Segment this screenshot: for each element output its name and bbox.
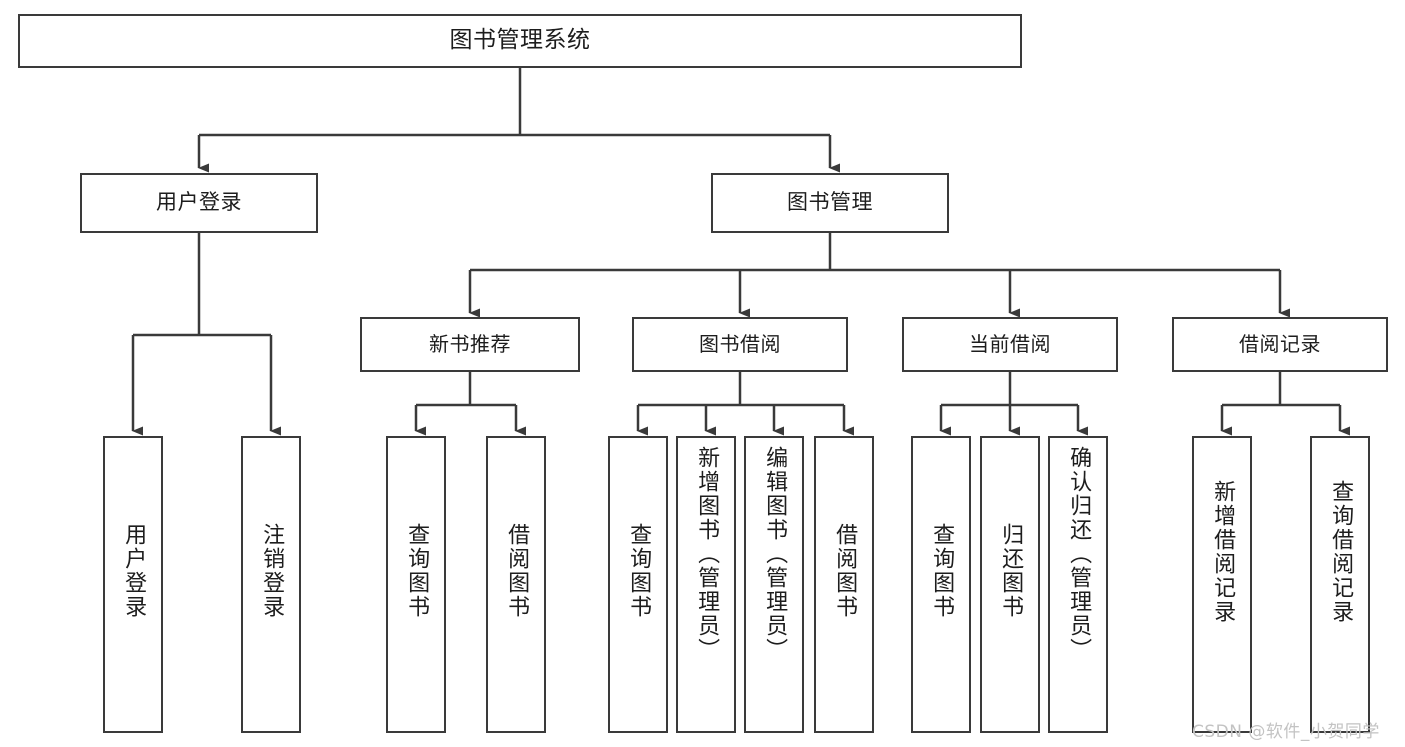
- leaf-label: 借阅图书: [832, 523, 858, 619]
- leaf-label: 查询图书: [404, 523, 430, 619]
- leaf-label: 编辑图书（管理员）: [762, 446, 788, 662]
- leaf-logout[interactable]: 注销登录: [241, 436, 301, 733]
- node-book-borrow[interactable]: 图书借阅: [632, 317, 848, 372]
- node-borrow-record[interactable]: 借阅记录: [1172, 317, 1388, 372]
- leaf-borrow-book[interactable]: 借阅图书: [814, 436, 874, 733]
- leaf-borrow-book-recommend[interactable]: 借阅图书: [486, 436, 546, 733]
- leaf-add-borrow-record[interactable]: 新增借阅记录: [1192, 436, 1252, 733]
- leaf-confirm-return-admin[interactable]: 确认归还（管理员）: [1048, 436, 1108, 733]
- node-label: 借阅记录: [1239, 332, 1321, 357]
- node-label: 当前借阅: [969, 332, 1051, 357]
- leaf-label: 新增借阅记录: [1210, 480, 1236, 624]
- leaf-return-book[interactable]: 归还图书: [980, 436, 1040, 733]
- leaf-label: 用户登录: [121, 523, 147, 619]
- leaf-label: 注销登录: [259, 523, 285, 619]
- leaf-label: 查询图书: [626, 523, 652, 619]
- leaf-label: 借阅图书: [504, 523, 530, 619]
- node-label: 图书借阅: [699, 332, 781, 357]
- node-root-book-management-system[interactable]: 图书管理系统: [18, 14, 1022, 68]
- leaf-query-book-borrow[interactable]: 查询图书: [608, 436, 668, 733]
- node-label: 图书管理系统: [449, 27, 591, 54]
- node-label: 用户登录: [156, 190, 242, 215]
- csdn-watermark: CSDN @软件_小贺同学: [1192, 722, 1380, 742]
- leaf-user-login[interactable]: 用户登录: [103, 436, 163, 733]
- leaf-add-book-admin[interactable]: 新增图书（管理员）: [676, 436, 736, 733]
- leaf-edit-book-admin[interactable]: 编辑图书（管理员）: [744, 436, 804, 733]
- node-label: 图书管理: [787, 190, 873, 215]
- node-user-login[interactable]: 用户登录: [80, 173, 318, 233]
- node-label: 新书推荐: [429, 332, 511, 357]
- node-book-management[interactable]: 图书管理: [711, 173, 949, 233]
- leaf-label: 确认归还（管理员）: [1066, 446, 1092, 662]
- node-new-book-recommend[interactable]: 新书推荐: [360, 317, 580, 372]
- leaf-query-borrow-record[interactable]: 查询借阅记录: [1310, 436, 1370, 733]
- leaf-label: 新增图书（管理员）: [694, 446, 720, 662]
- leaf-label: 查询图书: [929, 523, 955, 619]
- leaf-label: 查询借阅记录: [1328, 480, 1354, 624]
- leaf-query-book-current[interactable]: 查询图书: [911, 436, 971, 733]
- node-current-borrow[interactable]: 当前借阅: [902, 317, 1118, 372]
- leaf-query-book-recommend[interactable]: 查询图书: [386, 436, 446, 733]
- leaf-label: 归还图书: [998, 523, 1024, 619]
